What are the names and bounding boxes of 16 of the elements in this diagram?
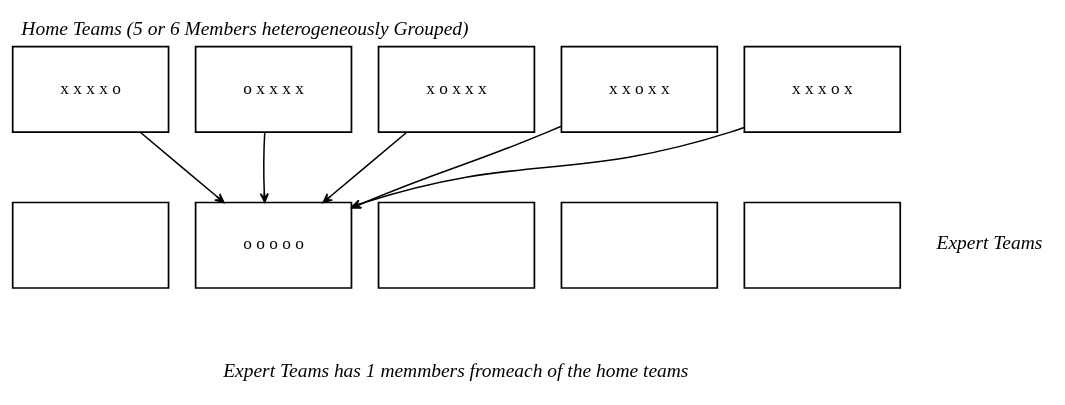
diagram-title: Home Teams (5 or 6 Members heterogeneously Grouped) (21, 18, 469, 40)
node-box (11, 201, 170, 289)
caption: Expert Teams has 1 memmbers fromeach of the home teams (223, 360, 689, 382)
arrow (322, 131, 408, 204)
arrow (139, 131, 225, 204)
node-box: x o x x x (377, 45, 536, 133)
node-box (377, 201, 536, 289)
node-box: o x x x x (194, 45, 353, 133)
node-box: x x o x x (560, 45, 719, 133)
node-box: x x x o x (743, 45, 902, 133)
arrow (259, 131, 269, 203)
node-box (560, 201, 719, 289)
node-box: x x x x o (11, 45, 170, 133)
label: Expert Teams (936, 231, 1043, 253)
node-box: o o o o o (194, 201, 353, 289)
node-box (743, 201, 902, 289)
